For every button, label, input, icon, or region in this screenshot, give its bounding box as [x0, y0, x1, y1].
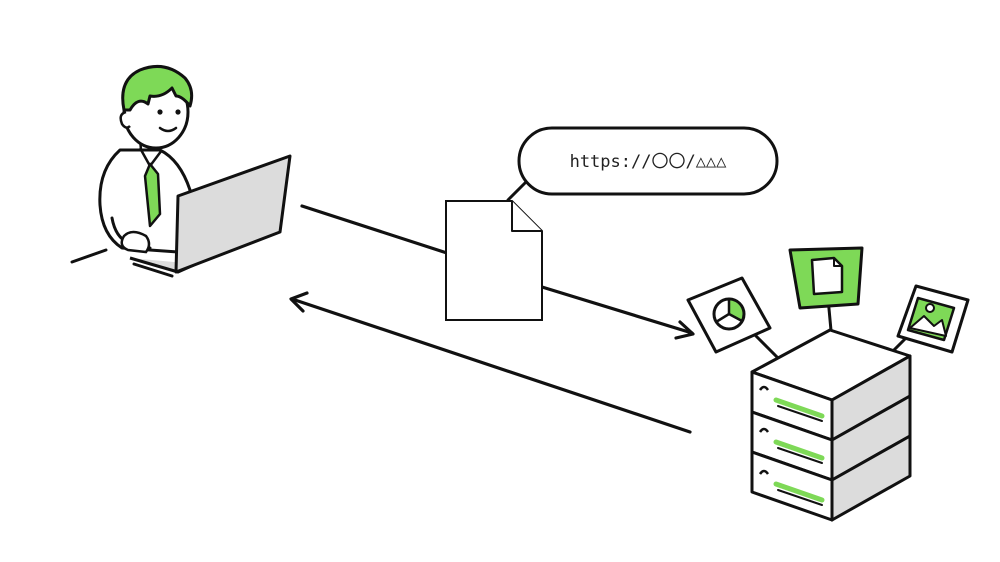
image-icon — [896, 284, 970, 354]
document-icon — [445, 200, 543, 321]
request-url: https://〇〇/△△△ — [570, 152, 728, 172]
pie-chart-icon — [686, 276, 772, 354]
request-arrow — [300, 204, 695, 340]
response-arrow — [289, 291, 692, 434]
url-speech-bubble: https://〇〇/△△△ — [506, 126, 779, 202]
server-rack-icon — [750, 296, 912, 522]
document-icon — [788, 246, 864, 310]
user-at-laptop-icon — [70, 64, 292, 278]
